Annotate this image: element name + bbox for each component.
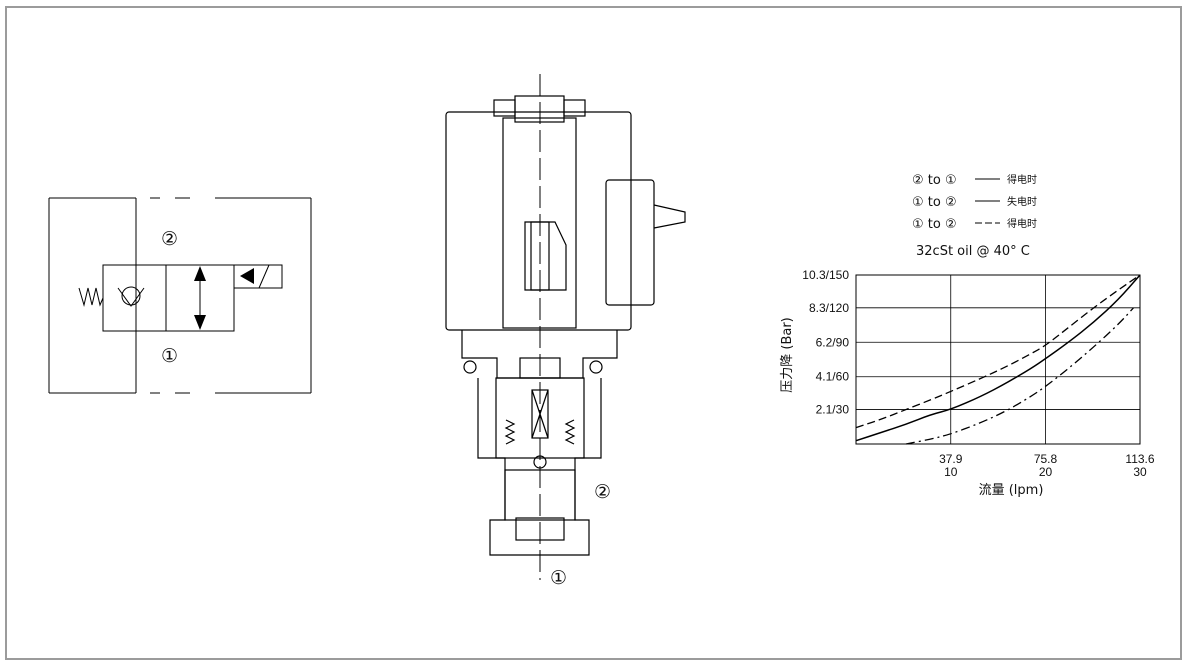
legend-3-condition: 得电时	[1007, 217, 1037, 230]
x-tick-label-secondary: 20	[1039, 465, 1053, 479]
y-tick-label: 4.1/60	[816, 370, 850, 384]
legend-2-from: ①	[912, 195, 924, 210]
legend-1-condition: 得电时	[1007, 173, 1037, 186]
x-tick-label: 37.9	[939, 452, 963, 466]
series-line-3	[905, 307, 1134, 445]
x-tick-label-secondary: 10	[944, 465, 958, 479]
legend-3-to: ②	[945, 217, 957, 232]
legend-1-from: ②	[912, 173, 924, 188]
legend-2-condition: 失电时	[1007, 195, 1037, 208]
legend-3-connector: to	[928, 217, 941, 232]
legend-entry-1: ② to ① 得电时	[912, 173, 1037, 188]
legend-entry-3: ① to ② 得电时	[912, 217, 1037, 232]
legend-2-connector: to	[928, 195, 941, 210]
svg-text:① to ②: ① to ②	[912, 195, 957, 210]
y-axis-title: 压力降 (Bar)	[780, 317, 795, 393]
legend-1-connector: to	[928, 173, 941, 188]
drawing-frame	[5, 6, 1182, 660]
y-tick-label: 2.1/30	[816, 403, 850, 417]
svg-text:① to ②: ① to ②	[912, 217, 957, 232]
chart-grid	[855, 274, 1141, 445]
fluid-note: 32cSt oil @ 40° C	[916, 244, 1030, 259]
plot-area-border	[855, 274, 1141, 445]
chart-ticks: 2.1/30 4.1/60 6.2/90 8.3/120 10.3/150 37.910 7…	[802, 268, 1155, 479]
y-tick-label: 8.3/120	[809, 301, 849, 315]
chart-series	[855, 274, 1141, 445]
symbol-port-2-label: ②	[161, 228, 178, 250]
x-axis-title: 流量 (lpm)	[979, 483, 1044, 498]
legend-entry-2: ① to ② 失电时	[912, 195, 1037, 210]
section-port-2-label: ②	[594, 481, 611, 503]
legend-3-from: ①	[912, 217, 924, 232]
symbol-port-1-label: ①	[161, 345, 178, 367]
x-tick-label-secondary: 30	[1133, 465, 1147, 479]
legend-1-to: ①	[945, 173, 957, 188]
series-line-1	[855, 274, 1141, 442]
x-tick-label: 75.8	[1034, 452, 1058, 466]
y-tick-label: 6.2/90	[816, 335, 850, 349]
x-tick-label: 113.6	[1125, 452, 1154, 466]
legend-2-to: ②	[945, 195, 957, 210]
svg-text:② to ①: ② to ①	[912, 173, 957, 188]
series-line-2	[855, 274, 1141, 429]
section-port-1-label: ①	[550, 567, 567, 589]
y-tick-label: 10.3/150	[802, 268, 849, 282]
chart-legend: ② to ① 得电时 ① to ② 失电时 ① to ② 得电时 32cSt o…	[912, 173, 1037, 259]
